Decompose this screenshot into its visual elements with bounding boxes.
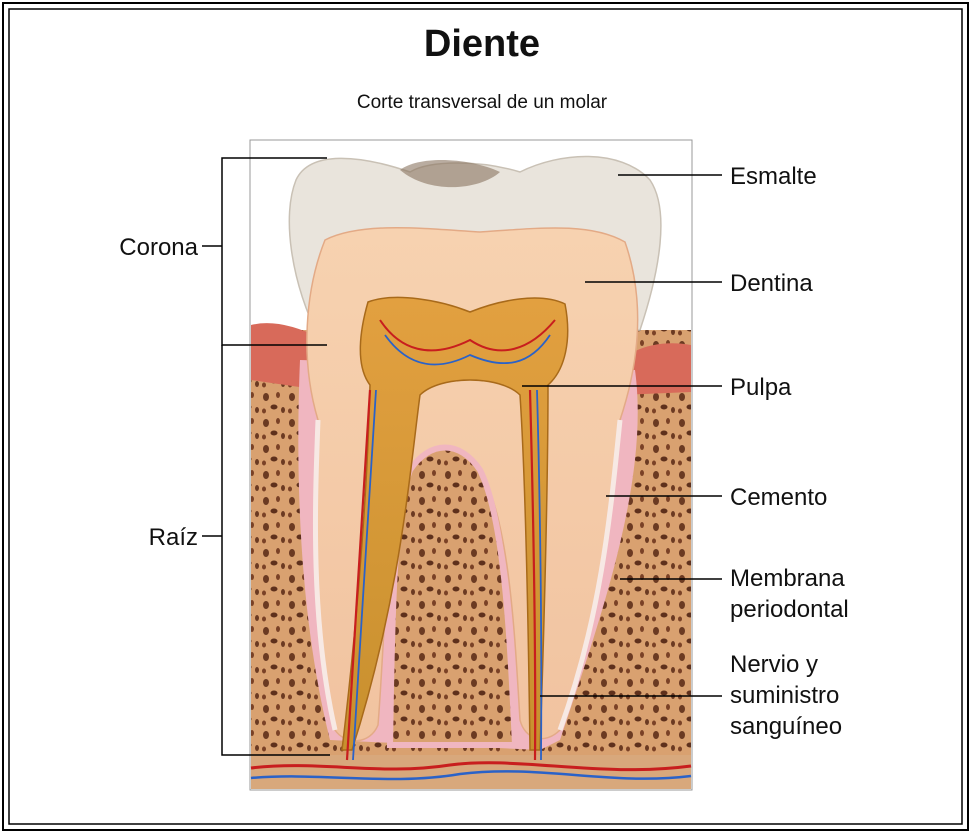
label-raiz: Raíz xyxy=(149,524,198,551)
label-membrana-2: periodontal xyxy=(730,596,849,623)
label-dentina: Dentina xyxy=(730,270,813,297)
label-pulpa: Pulpa xyxy=(730,374,792,401)
title: Diente xyxy=(424,23,540,65)
tooth-illustration xyxy=(250,140,692,790)
label-cemento: Cemento xyxy=(730,484,827,511)
label-nervio-3: sanguíneo xyxy=(730,713,842,740)
label-nervio-2: suministro xyxy=(730,682,839,709)
subtitle: Corte transversal de un molar xyxy=(357,92,608,113)
label-corona: Corona xyxy=(119,234,198,261)
label-esmalte: Esmalte xyxy=(730,163,817,190)
label-nervio-1: Nervio y xyxy=(730,651,818,678)
label-membrana-1: Membrana xyxy=(730,565,845,592)
